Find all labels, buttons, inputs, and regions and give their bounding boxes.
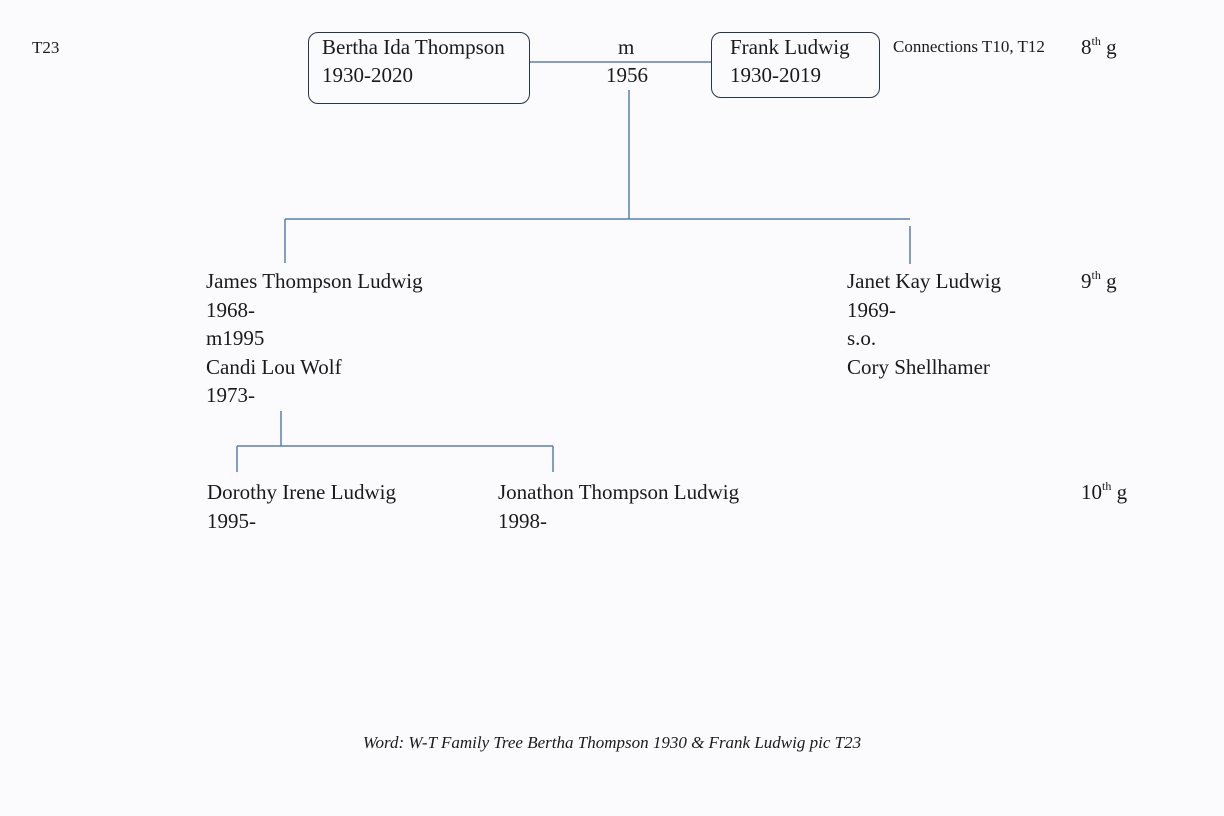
child-james: James Thompson Ludwig 1968- m1995 Candi … <box>206 267 423 410</box>
person-line: 1973- <box>206 383 255 407</box>
child-janet: Janet Kay Ludwig 1969- s.o. Cory Shellha… <box>847 267 1001 381</box>
generation-ordinal: th <box>1091 268 1101 282</box>
marriage-label: m <box>618 35 635 59</box>
generation-label-9: 9th g <box>1081 267 1117 295</box>
person-dates-frank: 1930-2019 <box>730 63 821 87</box>
person-line: Candi Lou Wolf <box>206 354 342 379</box>
person-dates-bertha: 1930-2020 <box>322 63 413 87</box>
person-name-frank: Frank Ludwig <box>730 35 850 59</box>
connections-note: Connections T10, T12 <box>893 37 1045 56</box>
person-line: James Thompson Ludwig <box>206 269 423 293</box>
person-line: s.o. <box>847 326 877 350</box>
grandchild-dorothy: Dorothy Irene Ludwig 1995- <box>207 478 396 535</box>
person-line: Dorothy Irene Ludwig <box>207 480 396 504</box>
person-line: m1995 <box>206 326 265 350</box>
generation-ordinal: th <box>1102 479 1112 493</box>
person-line: Jonathon Thompson Ludwig <box>498 480 740 504</box>
person-line: Cory Shellhamer <box>847 354 990 379</box>
person-box-frank <box>711 32 880 98</box>
person-line: 1969- <box>847 297 896 322</box>
generation-suffix: g <box>1100 35 1117 59</box>
person-line: Janet Kay Ludwig <box>847 269 1001 293</box>
generation-suffix: g <box>1111 480 1128 504</box>
generation-label-10: 10th g <box>1081 478 1127 506</box>
page-id: T23 <box>32 38 60 57</box>
source-footer: Word: W-T Family Tree Bertha Thompson 19… <box>362 733 862 752</box>
person-line: 1998- <box>498 508 547 533</box>
generation-suffix: g <box>1100 269 1117 293</box>
marriage-year: 1956 <box>606 63 648 87</box>
person-name-bertha: Bertha Ida Thompson <box>322 35 505 59</box>
generation-number: 8 <box>1081 35 1092 59</box>
grandchild-jonathon: Jonathon Thompson Ludwig 1998- <box>498 478 739 535</box>
generation-number: 9 <box>1081 269 1092 293</box>
generation-ordinal: th <box>1091 34 1101 48</box>
generation-number: 10 <box>1081 480 1102 504</box>
person-line: 1968- <box>206 297 255 322</box>
generation-label-8: 8th g <box>1081 33 1117 61</box>
person-box-bertha <box>308 32 530 104</box>
person-line: 1995- <box>207 508 256 533</box>
